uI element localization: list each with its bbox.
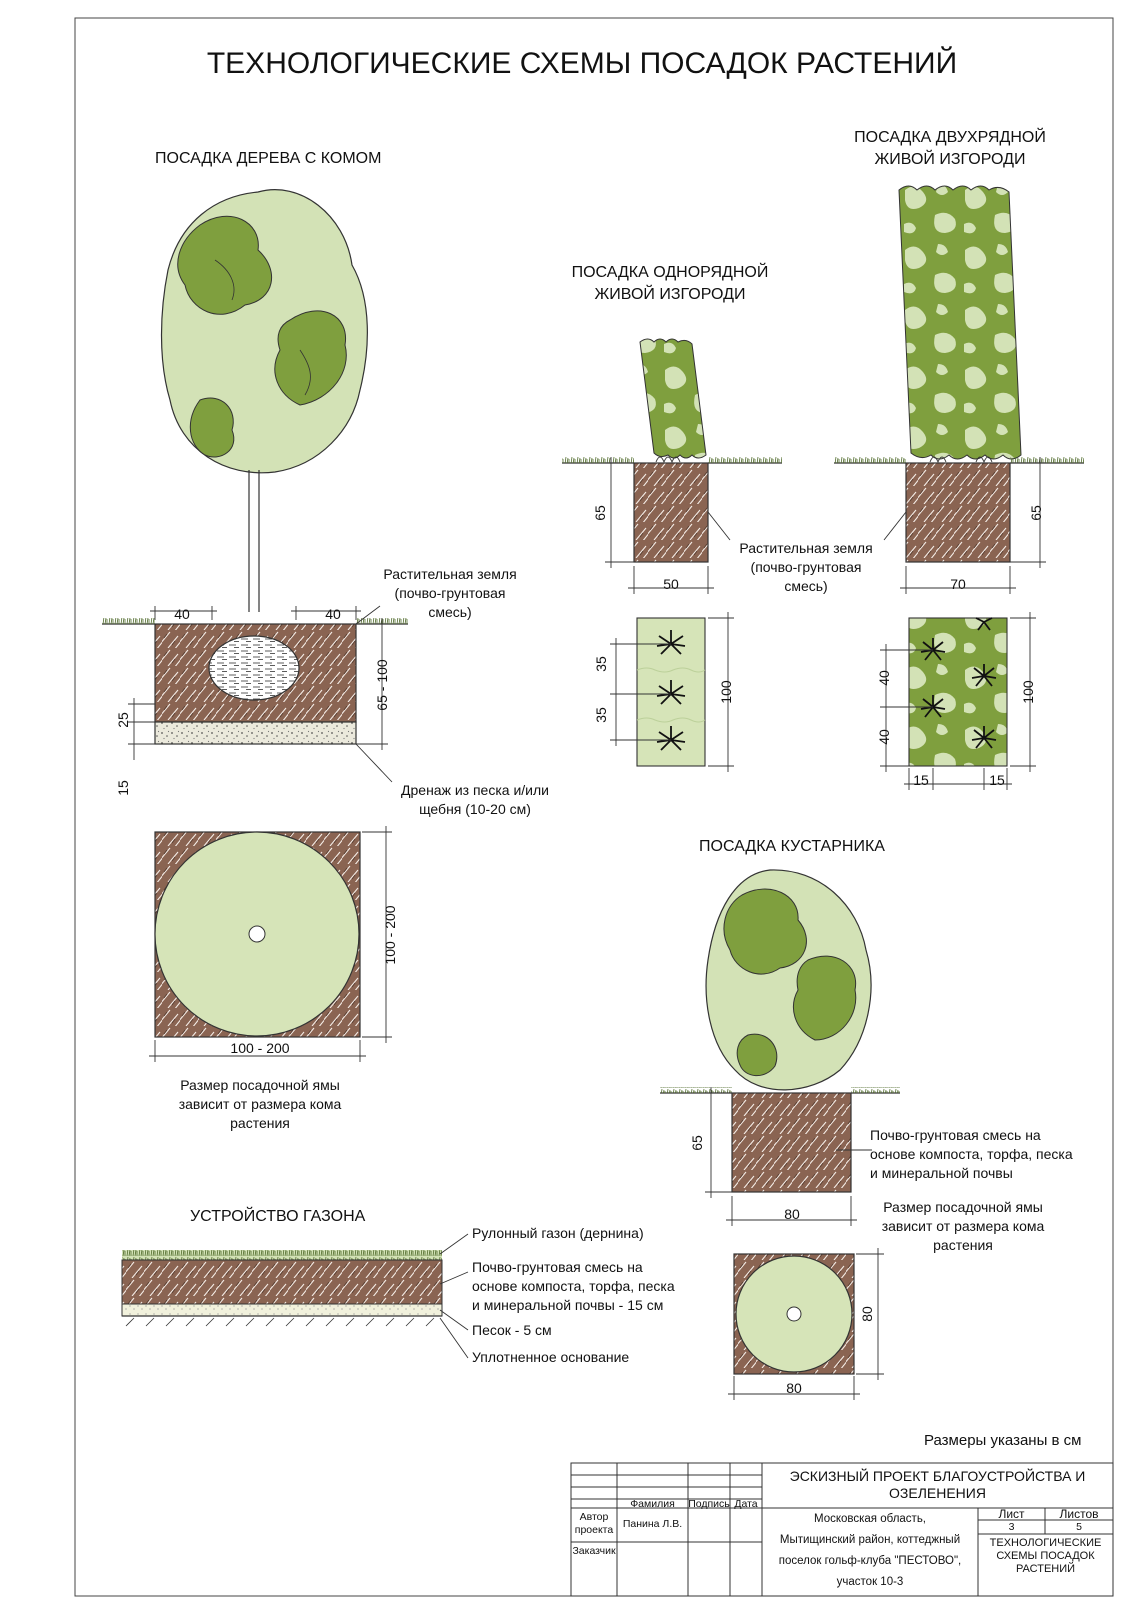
title-block-role-author-line2: проекта — [574, 1524, 614, 1536]
tree-drain-label-line1: Дренаж из песка и/или — [401, 782, 549, 798]
tree-soil-label-line3: смесь) — [428, 604, 472, 620]
page-title: ТЕХНОЛОГИЧЕСКИЕ СХЕМЫ ПОСАДОК РАСТЕНИЙ — [206, 47, 958, 80]
title-block-col-date: Дата — [734, 1498, 758, 1510]
hedge-single-heading: ПОСАДКА ОДНОРЯДНОЙ ЖИВОЙ ИЗГОРОДИ — [560, 262, 780, 306]
hedge-single-section — [562, 338, 782, 772]
hedge-single-heading-line1: ПОСАДКА ОДНОРЯДНОЙ — [571, 264, 769, 281]
tree-plan-note-line2: зависит от размера кома — [178, 1096, 342, 1112]
tree-plan-note-line1: Размер посадочной ямы — [180, 1077, 340, 1093]
hedge-soil-label-line2: (почво-грунтовая — [750, 559, 862, 575]
tree-dim-depth: 65 - 100 — [374, 659, 390, 711]
hedge-soil-label: Растительная земля (почво-грунтовая смес… — [726, 539, 886, 596]
shrub-plan-dim-w: 80 — [786, 1380, 802, 1396]
hedge-single-dim-depth: 65 — [592, 505, 608, 521]
hedge-double-plan-dim-b: 40 — [876, 729, 892, 745]
shrub-soil-label-line2: основе компоста, торфа, песка — [870, 1146, 1073, 1162]
title-block-sheet-title-line1: ТЕХНОЛОГИЧЕСКИЕ — [989, 1537, 1102, 1549]
tree-dim-15: 15 — [115, 780, 131, 796]
lawn-heading: УСТРОЙСТВО ГАЗОНА — [190, 1208, 366, 1225]
shrub-soil-label-line3: и минеральной почвы — [870, 1165, 1013, 1181]
hedge-double-plan-dim-left: 15 — [913, 772, 929, 788]
shrub-soil-label: Почво-грунтовая смесь на основе компоста… — [870, 1126, 1073, 1183]
hedge-single-plan-dim-len: 100 — [718, 680, 734, 704]
hedge-double-plan-dim-right: 15 — [989, 772, 1005, 788]
hedge-single-plan-dim-a: 35 — [593, 656, 609, 672]
lawn-section — [121, 1233, 469, 1359]
tree-section — [102, 189, 408, 1062]
hedge-double-heading-line1: ПОСАДКА ДВУХРЯДНОЙ — [854, 129, 1046, 146]
title-block-location-line4: участок 10-3 — [836, 1576, 904, 1588]
tree-heading: ПОСАДКА ДЕРЕВА С КОМОМ — [155, 150, 382, 167]
tree-soil-label: Растительная земля (почво-грунтовая смес… — [370, 565, 530, 622]
title-block-sheets-label: Листов — [1059, 1507, 1099, 1521]
hedge-soil-label-line3: смесь) — [784, 578, 828, 594]
lawn-layer-soil-line1: Почво-грунтовая смесь на — [472, 1259, 643, 1275]
hedge-double-plan-dim-len: 100 — [1020, 680, 1036, 704]
hedge-double-section — [834, 185, 1084, 790]
shrub-pit-note-line1: Размер посадочной ямы — [883, 1199, 1043, 1215]
hedge-soil-label-line1: Растительная земля — [739, 540, 873, 556]
title-block-project-line2: ОЗЕЛЕНЕНИЯ — [889, 1485, 986, 1501]
lawn-layer-turf: Рулонный газон (дернина) — [472, 1225, 644, 1241]
title-block-location-line3: поселок гольф-клуба "ПЕСТОВО", — [778, 1555, 962, 1567]
shrub-section — [660, 869, 900, 1400]
shrub-dim-depth: 65 — [689, 1135, 705, 1151]
shrub-plan-dim-h: 80 — [859, 1306, 875, 1322]
hedge-single-plan-dim-b: 35 — [593, 707, 609, 723]
tree-dim-right: 40 — [325, 606, 341, 622]
title-block-author-name: Панина Л.В. — [622, 1518, 683, 1530]
shrub-pit-note-line3: растения — [933, 1237, 993, 1253]
tree-dim-25: 25 — [115, 712, 131, 728]
tree-plan-dim-h: 100 - 200 — [382, 905, 398, 965]
tree-soil-label-line1: Растительная земля — [383, 566, 517, 582]
tree-plan-note-line3: растения — [230, 1115, 290, 1131]
tree-soil-label-line2: (почво-грунтовая — [394, 585, 506, 601]
hedge-single-heading-line2: ЖИВОЙ ИЗГОРОДИ — [594, 286, 746, 303]
hedge-double-dim-width: 70 — [950, 576, 966, 592]
lawn-layer-soil: Почво-грунтовая смесь на основе компоста… — [472, 1258, 675, 1315]
shrub-heading: ПОСАДКА КУСТАРНИКА — [699, 838, 885, 855]
hedge-double-heading-line2: ЖИВОЙ ИЗГОРОДИ — [874, 151, 1026, 168]
shrub-pit-note-line2: зависит от размера кома — [881, 1218, 1045, 1234]
tree-plan-note: Размер посадочной ямы зависит от размера… — [165, 1076, 355, 1133]
hedge-double-plan-dim-a: 40 — [876, 670, 892, 686]
title-block-project-line1: ЭСКИЗНЫЙ ПРОЕКТ БЛАГОУСТРОЙСТВА И — [789, 1468, 1086, 1484]
lawn-layer-soil-line3: и минеральной почвы - 15 см — [472, 1297, 664, 1313]
tree-drain-label-line2: щебня (10-20 см) — [419, 801, 531, 817]
title-block-sheet-title: ТЕХНОЛОГИЧЕСКИЕ СХЕМЫ ПОСАДОК РАСТЕНИЙ — [978, 1537, 1113, 1576]
title-block-role-client: Заказчик — [572, 1545, 616, 1557]
title-block-sheet-title-line3: РАСТЕНИЙ — [1015, 1563, 1076, 1575]
title-block-location-line1: Московская область, — [813, 1513, 927, 1525]
hedge-double-heading: ПОСАДКА ДВУХРЯДНОЙ ЖИВОЙ ИЗГОРОДИ — [845, 127, 1055, 171]
lawn-layer-sand: Песок - 5 см — [472, 1322, 552, 1338]
title-block-sheets-total: 5 — [1076, 1521, 1082, 1533]
title-block-sheet-no: 3 — [1008, 1521, 1015, 1533]
title-block-location-line2: Мытищинский район, коттеджный — [779, 1534, 961, 1546]
hedge-double-dim-depth: 65 — [1028, 505, 1044, 521]
units-note: Размеры указаны в см — [924, 1432, 1082, 1449]
title-block-role-author-line1: Автор — [579, 1511, 609, 1523]
title-block-grid — [570, 1462, 1114, 1597]
title-block-sheet-title-line2: СХЕМЫ ПОСАДОК — [996, 1550, 1095, 1562]
tree-dim-left: 40 — [174, 606, 190, 622]
title-block-col-surname: Фамилия — [630, 1498, 675, 1510]
shrub-dim-width: 80 — [784, 1206, 800, 1222]
tree-drain-label: Дренаж из песка и/или щебня (10-20 см) — [385, 781, 565, 819]
shrub-soil-label-line1: Почво-грунтовая смесь на — [870, 1127, 1041, 1143]
title-block-role-author: Автор проекта — [571, 1511, 617, 1537]
hedge-single-dim-width: 50 — [663, 576, 679, 592]
lawn-layer-soil-line2: основе компоста, торфа, песка — [472, 1278, 675, 1294]
tree-plan-dim-w: 100 - 200 — [230, 1040, 290, 1056]
lawn-layer-base: Уплотненное основание — [472, 1349, 630, 1365]
title-block-sheet-label: Лист — [998, 1507, 1025, 1521]
title-block-col-sign: Подпись — [688, 1498, 730, 1510]
shrub-pit-note: Размер посадочной ямы зависит от размера… — [868, 1198, 1058, 1255]
title-block-location: Московская область, Мытищинский район, к… — [762, 1509, 978, 1593]
title-block-project: ЭСКИЗНЫЙ ПРОЕКТ БЛАГОУСТРОЙСТВА И ОЗЕЛЕН… — [765, 1468, 1110, 1502]
